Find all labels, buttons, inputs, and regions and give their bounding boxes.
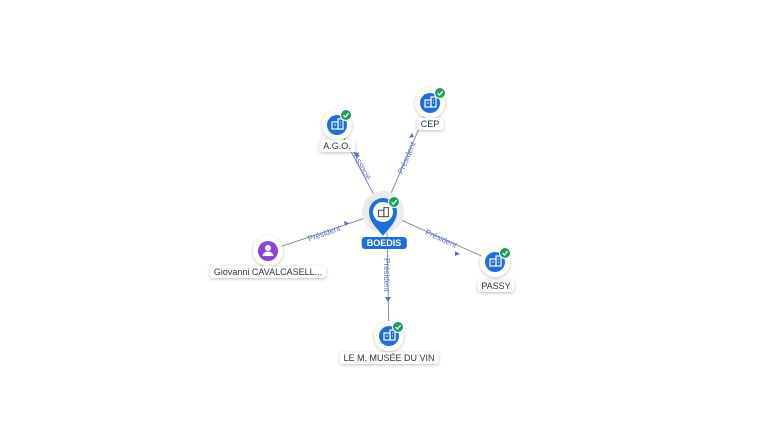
check-icon xyxy=(433,86,447,100)
node-label-cep[interactable]: CEP xyxy=(416,118,444,130)
node-musee[interactable] xyxy=(374,320,405,351)
node-label-ago[interactable]: A.G.O. xyxy=(319,140,355,152)
check-icon xyxy=(339,108,353,122)
node-label-giovanni[interactable]: Giovanni CAVALCASELL... xyxy=(209,266,327,278)
edge-label-passy: Président xyxy=(424,228,459,250)
node-label-passy[interactable]: PASSY xyxy=(477,280,515,292)
edge-arrow xyxy=(353,152,359,158)
check-icon xyxy=(391,320,405,334)
check-icon xyxy=(498,246,512,260)
edge-arrow xyxy=(455,251,460,256)
node-passy[interactable] xyxy=(480,246,512,277)
node-boedis[interactable] xyxy=(362,191,404,236)
person-icon xyxy=(262,245,274,256)
node-ago[interactable] xyxy=(322,108,353,141)
edge-label-giovanni: Président xyxy=(307,224,343,244)
building-icon xyxy=(377,207,389,218)
edge-arrow xyxy=(409,133,414,138)
check-icon xyxy=(387,195,401,209)
edge-label-musee: Président xyxy=(382,258,391,293)
edge-arrow xyxy=(344,221,349,226)
node-giovanni[interactable] xyxy=(253,236,283,266)
edge-arrow xyxy=(385,297,391,302)
edge-label-cep: Président xyxy=(396,140,418,175)
center-node-label[interactable]: BOEDIS xyxy=(361,237,407,249)
node-cep[interactable] xyxy=(415,86,447,119)
node-label-musee[interactable]: LE M. MUSÉE DU VIN xyxy=(339,352,439,364)
